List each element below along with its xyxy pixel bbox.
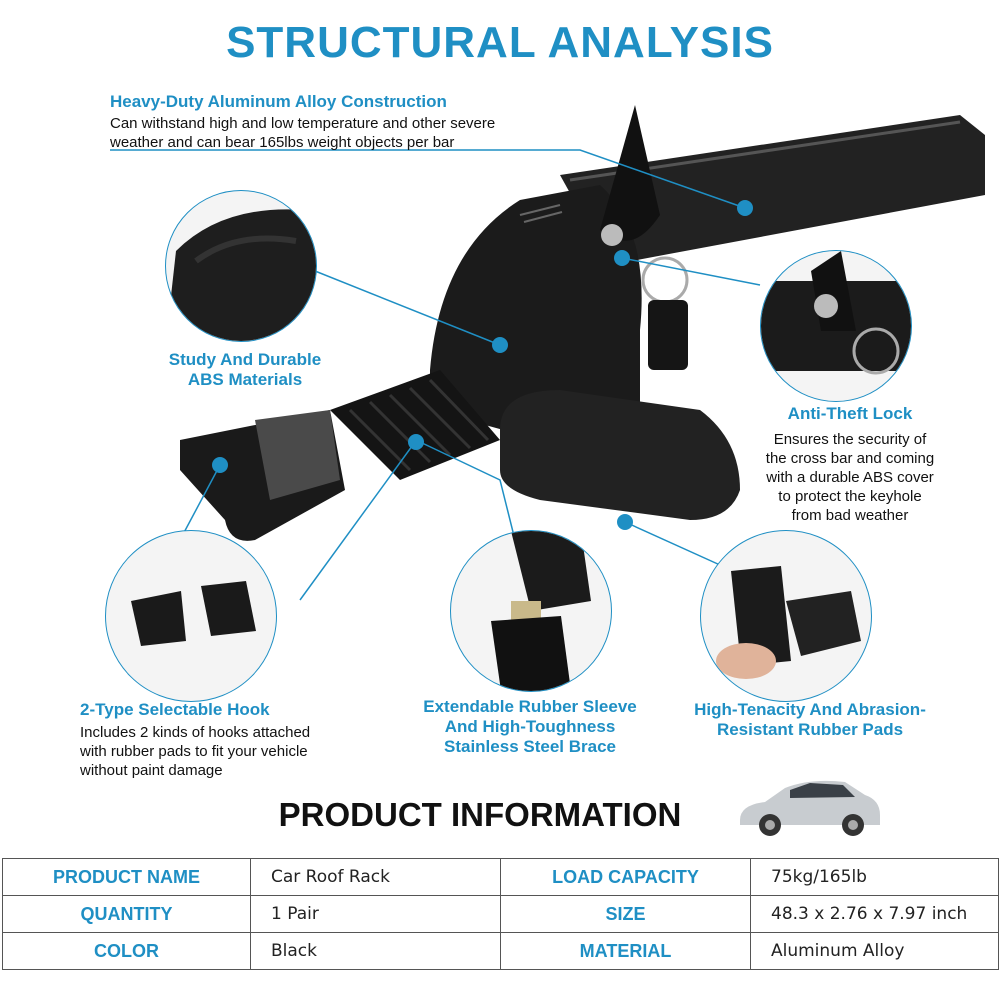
marker-dot — [614, 250, 630, 266]
key — [648, 300, 688, 370]
marker-dot — [737, 200, 753, 216]
product-info-table: PRODUCT NAME Car Roof Rack LOAD CAPACITY… — [2, 858, 999, 970]
feature-aluminum-title: Heavy-Duty Aluminum Alloy Construction — [110, 92, 447, 111]
detail-circle-pads — [700, 530, 872, 702]
table-label: MATERIAL — [500, 932, 751, 970]
feature-aluminum-desc: Can withstand high and low temperature a… — [110, 115, 496, 151]
cross-bar — [560, 115, 985, 265]
detail-circle-abs — [165, 190, 317, 342]
table-row: QUANTITY 1 Pair SIZE 48.3 x 2.76 x 7.97 … — [2, 895, 999, 933]
marker-dot — [492, 337, 508, 353]
table-value: 48.3 x 2.76 x 7.97 inch — [750, 895, 999, 933]
table-label: SIZE — [500, 895, 751, 933]
rubber-pad — [500, 390, 740, 520]
table-label: LOAD CAPACITY — [500, 858, 751, 896]
feature-lock-title: Anti-Theft Lock — [787, 404, 913, 423]
foot-housing — [430, 185, 642, 440]
marker-dot — [617, 514, 633, 530]
detail-circle-sleeve — [450, 530, 612, 692]
rubber-sleeve — [330, 370, 500, 480]
table-row: PRODUCT NAME Car Roof Rack LOAD CAPACITY… — [2, 858, 999, 896]
table-value: 75kg/165lb — [750, 858, 999, 896]
feature-pads-title: High-Tenacity And Abrasion- Resistant Ru… — [694, 700, 926, 739]
lock-flap — [600, 105, 660, 241]
detail-circle-lock — [760, 250, 912, 402]
table-value: Black — [250, 932, 501, 970]
table-label: QUANTITY — [2, 895, 251, 933]
table-label: PRODUCT NAME — [2, 858, 251, 896]
table-value: 1 Pair — [250, 895, 501, 933]
car-image — [740, 780, 880, 836]
marker-dot — [212, 457, 228, 473]
detail-circle-hooks — [105, 530, 277, 702]
table-value: Car Roof Rack — [250, 858, 501, 896]
feature-sleeve-title: Extendable Rubber Sleeve And High-Toughn… — [423, 697, 637, 756]
table-value: Aluminum Alloy — [750, 932, 999, 970]
feature-hook-desc: Includes 2 kinds of hooks attached with … — [80, 724, 311, 779]
table-label: COLOR — [2, 932, 251, 970]
feature-hook-title: 2-Type Selectable Hook — [80, 700, 270, 719]
page-title: STRUCTURAL ANALYSIS — [226, 18, 774, 67]
product-info-title: PRODUCT INFORMATION — [278, 796, 682, 833]
marker-dot — [408, 434, 424, 450]
feature-abs-title: Study And Durable ABS Materials — [168, 350, 322, 389]
feature-lock-desc: Ensures the security of the cross bar an… — [765, 431, 935, 524]
table-row: COLOR Black MATERIAL Aluminum Alloy — [2, 932, 999, 970]
